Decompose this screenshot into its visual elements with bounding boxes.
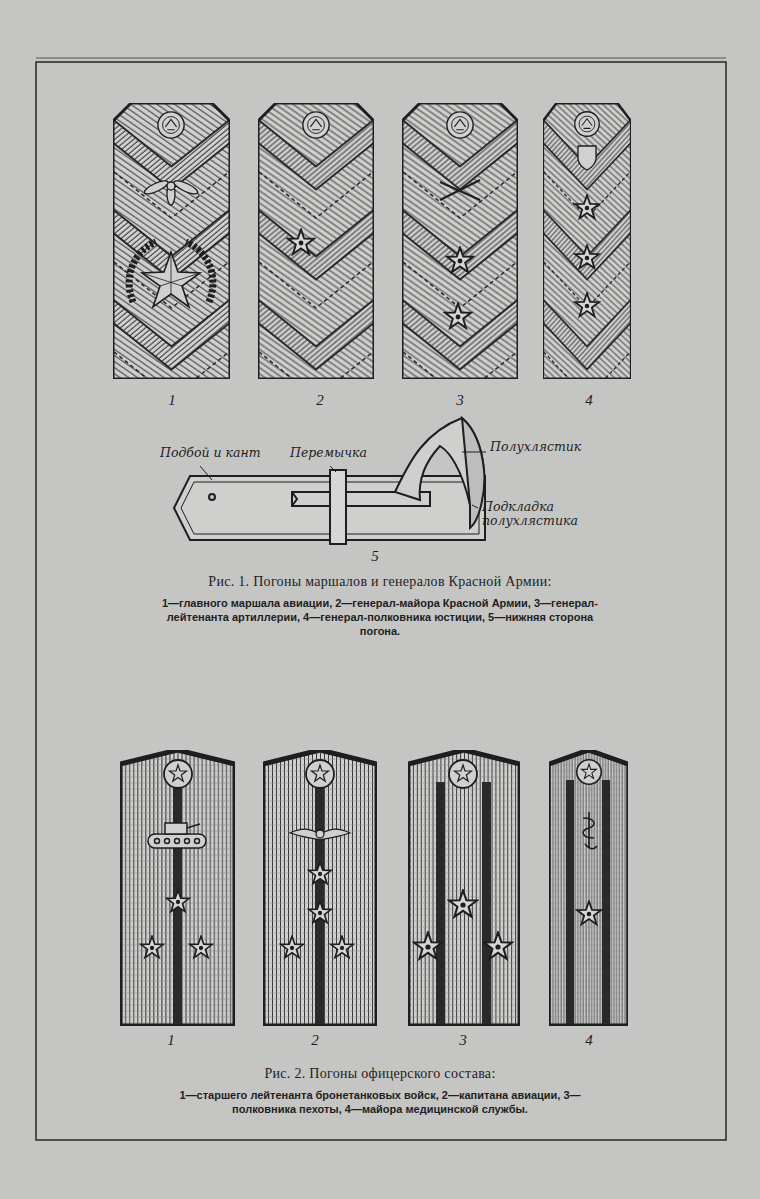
callout-number: 1 <box>157 392 187 409</box>
callout-number: 3 <box>448 1032 478 1049</box>
part-name: Подбой и кант <box>160 446 280 460</box>
callout-number: 4 <box>574 1032 604 1049</box>
callout-number: 3 <box>445 392 475 409</box>
general-shoulder-boards <box>103 103 639 398</box>
figure-caption: 1—главного маршала авиации, 2—генерал-ма… <box>150 596 610 638</box>
officer-shoulder-boards <box>120 750 628 1026</box>
callout-number: 2 <box>305 392 335 409</box>
callout-number: 2 <box>300 1032 330 1049</box>
part-name: Полухлястик <box>490 440 610 454</box>
callout-number: 5 <box>365 548 385 565</box>
part-name: Подкладка полухлястика <box>482 500 622 528</box>
figure-caption: 1—старшего лейтенанта бронетанковых войс… <box>150 1088 610 1116</box>
page-frame <box>36 62 726 1140</box>
part-name: Перемычка <box>290 446 380 460</box>
board-underside <box>174 418 485 544</box>
callout-number: 1 <box>156 1032 186 1049</box>
figure-title: Рис. 1. Погоны маршалов и генералов Крас… <box>120 574 640 590</box>
leader-lines <box>200 452 486 508</box>
figure-title: Рис. 2. Погоны офицерского состава: <box>120 1066 640 1082</box>
callout-number: 4 <box>574 392 604 409</box>
